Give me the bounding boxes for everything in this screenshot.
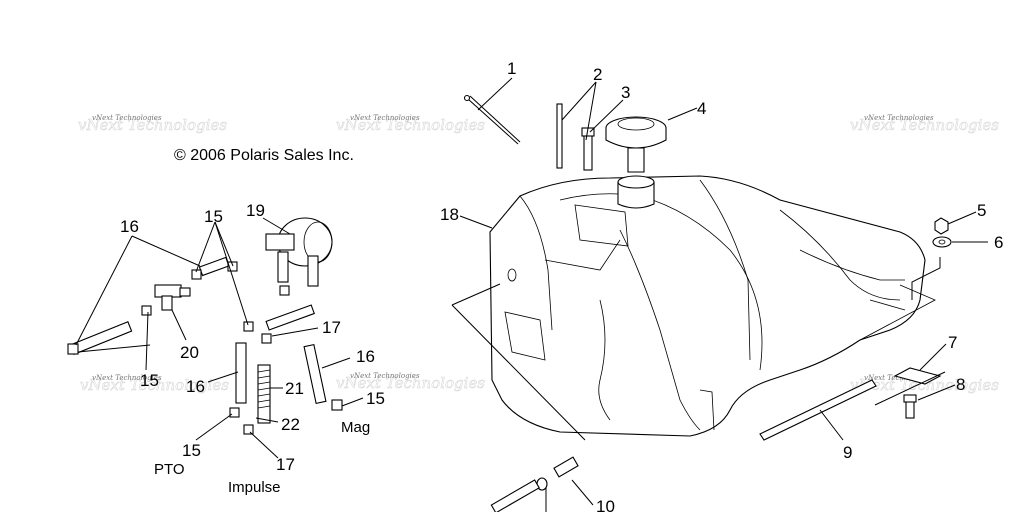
callout-8: 8 [956, 375, 965, 394]
bolt-head [903, 394, 917, 403]
strap-part-edge [469, 95, 521, 143]
callout-2: 2 [593, 65, 602, 84]
callout-19: 19 [246, 201, 265, 220]
callout-17: 17 [322, 318, 341, 337]
hose-17-upper [265, 304, 315, 331]
watermark: vNext Technologies [864, 374, 934, 382]
hose-short [198, 256, 230, 277]
callout-7: 7 [948, 333, 957, 352]
clamps [67, 261, 343, 435]
callout-15: 15 [182, 441, 201, 460]
leader-lines [75, 77, 988, 512]
fuel-hose-lower [490, 479, 540, 512]
nut [934, 217, 949, 235]
strap-strip [759, 379, 877, 441]
callout-16: 16 [356, 347, 375, 366]
watermark: vNext Technologies [92, 114, 162, 122]
fuel-tank [489, 175, 936, 437]
watermark-outline: vNext Technologies [336, 374, 485, 392]
callout-20: 20 [180, 343, 199, 362]
watermark-outline: vNext Technologies [850, 116, 999, 134]
bolt [905, 399, 915, 419]
watermark-outline: vNext Technologies [80, 376, 229, 394]
callout-1: 1 [507, 59, 516, 78]
watermark-outline: vNext Technologies [336, 116, 485, 134]
callout-4: 4 [697, 99, 706, 118]
callout-6: 6 [994, 233, 1003, 252]
watermark: vNext Technologies [92, 374, 162, 382]
strap-part [467, 98, 519, 145]
fuel-fitting [553, 456, 579, 478]
callout-16: 16 [120, 217, 139, 236]
callout-15: 15 [204, 207, 223, 226]
caption-mag: Mag [341, 419, 370, 436]
copyright-text: © 2006 Polaris Sales Inc. [174, 147, 354, 164]
watermark: vNext Technologies [350, 114, 420, 122]
watermark: vNext Technologies [350, 372, 420, 380]
callout-15: 15 [140, 371, 159, 390]
callout-10: 10 [596, 497, 615, 512]
callout-3: 3 [621, 83, 630, 102]
callout-18: 18 [440, 205, 459, 224]
fuel-cap [605, 116, 667, 209]
caption-pto: PTO [154, 461, 185, 478]
vent-rod [556, 103, 563, 169]
callout-21: 21 [285, 379, 304, 398]
callout-15: 15 [366, 389, 385, 408]
callout-9: 9 [843, 443, 852, 462]
hose-16-mid [235, 342, 247, 404]
watermark: vNext Technologies [864, 114, 934, 122]
watermark-outline: vNext Technologies [850, 376, 999, 394]
strap-end [463, 94, 471, 102]
hose-16-right [303, 343, 327, 405]
caption-impulse: Impulse [228, 479, 281, 496]
callout-17: 17 [276, 455, 295, 474]
washer [932, 236, 952, 248]
callout-5: 5 [977, 201, 986, 220]
callout-16: 16 [186, 377, 205, 396]
fuel-valve [154, 284, 191, 311]
spring-coils [257, 369, 271, 409]
watermark-outline: vNext Technologies [78, 116, 227, 134]
callout-22: 22 [281, 415, 300, 434]
fuel-pump [265, 217, 333, 287]
callout-numbers: 1 2 3 4 5 6 7 8 9 10 18 16 15 19 20 15 1… [120, 59, 1003, 512]
